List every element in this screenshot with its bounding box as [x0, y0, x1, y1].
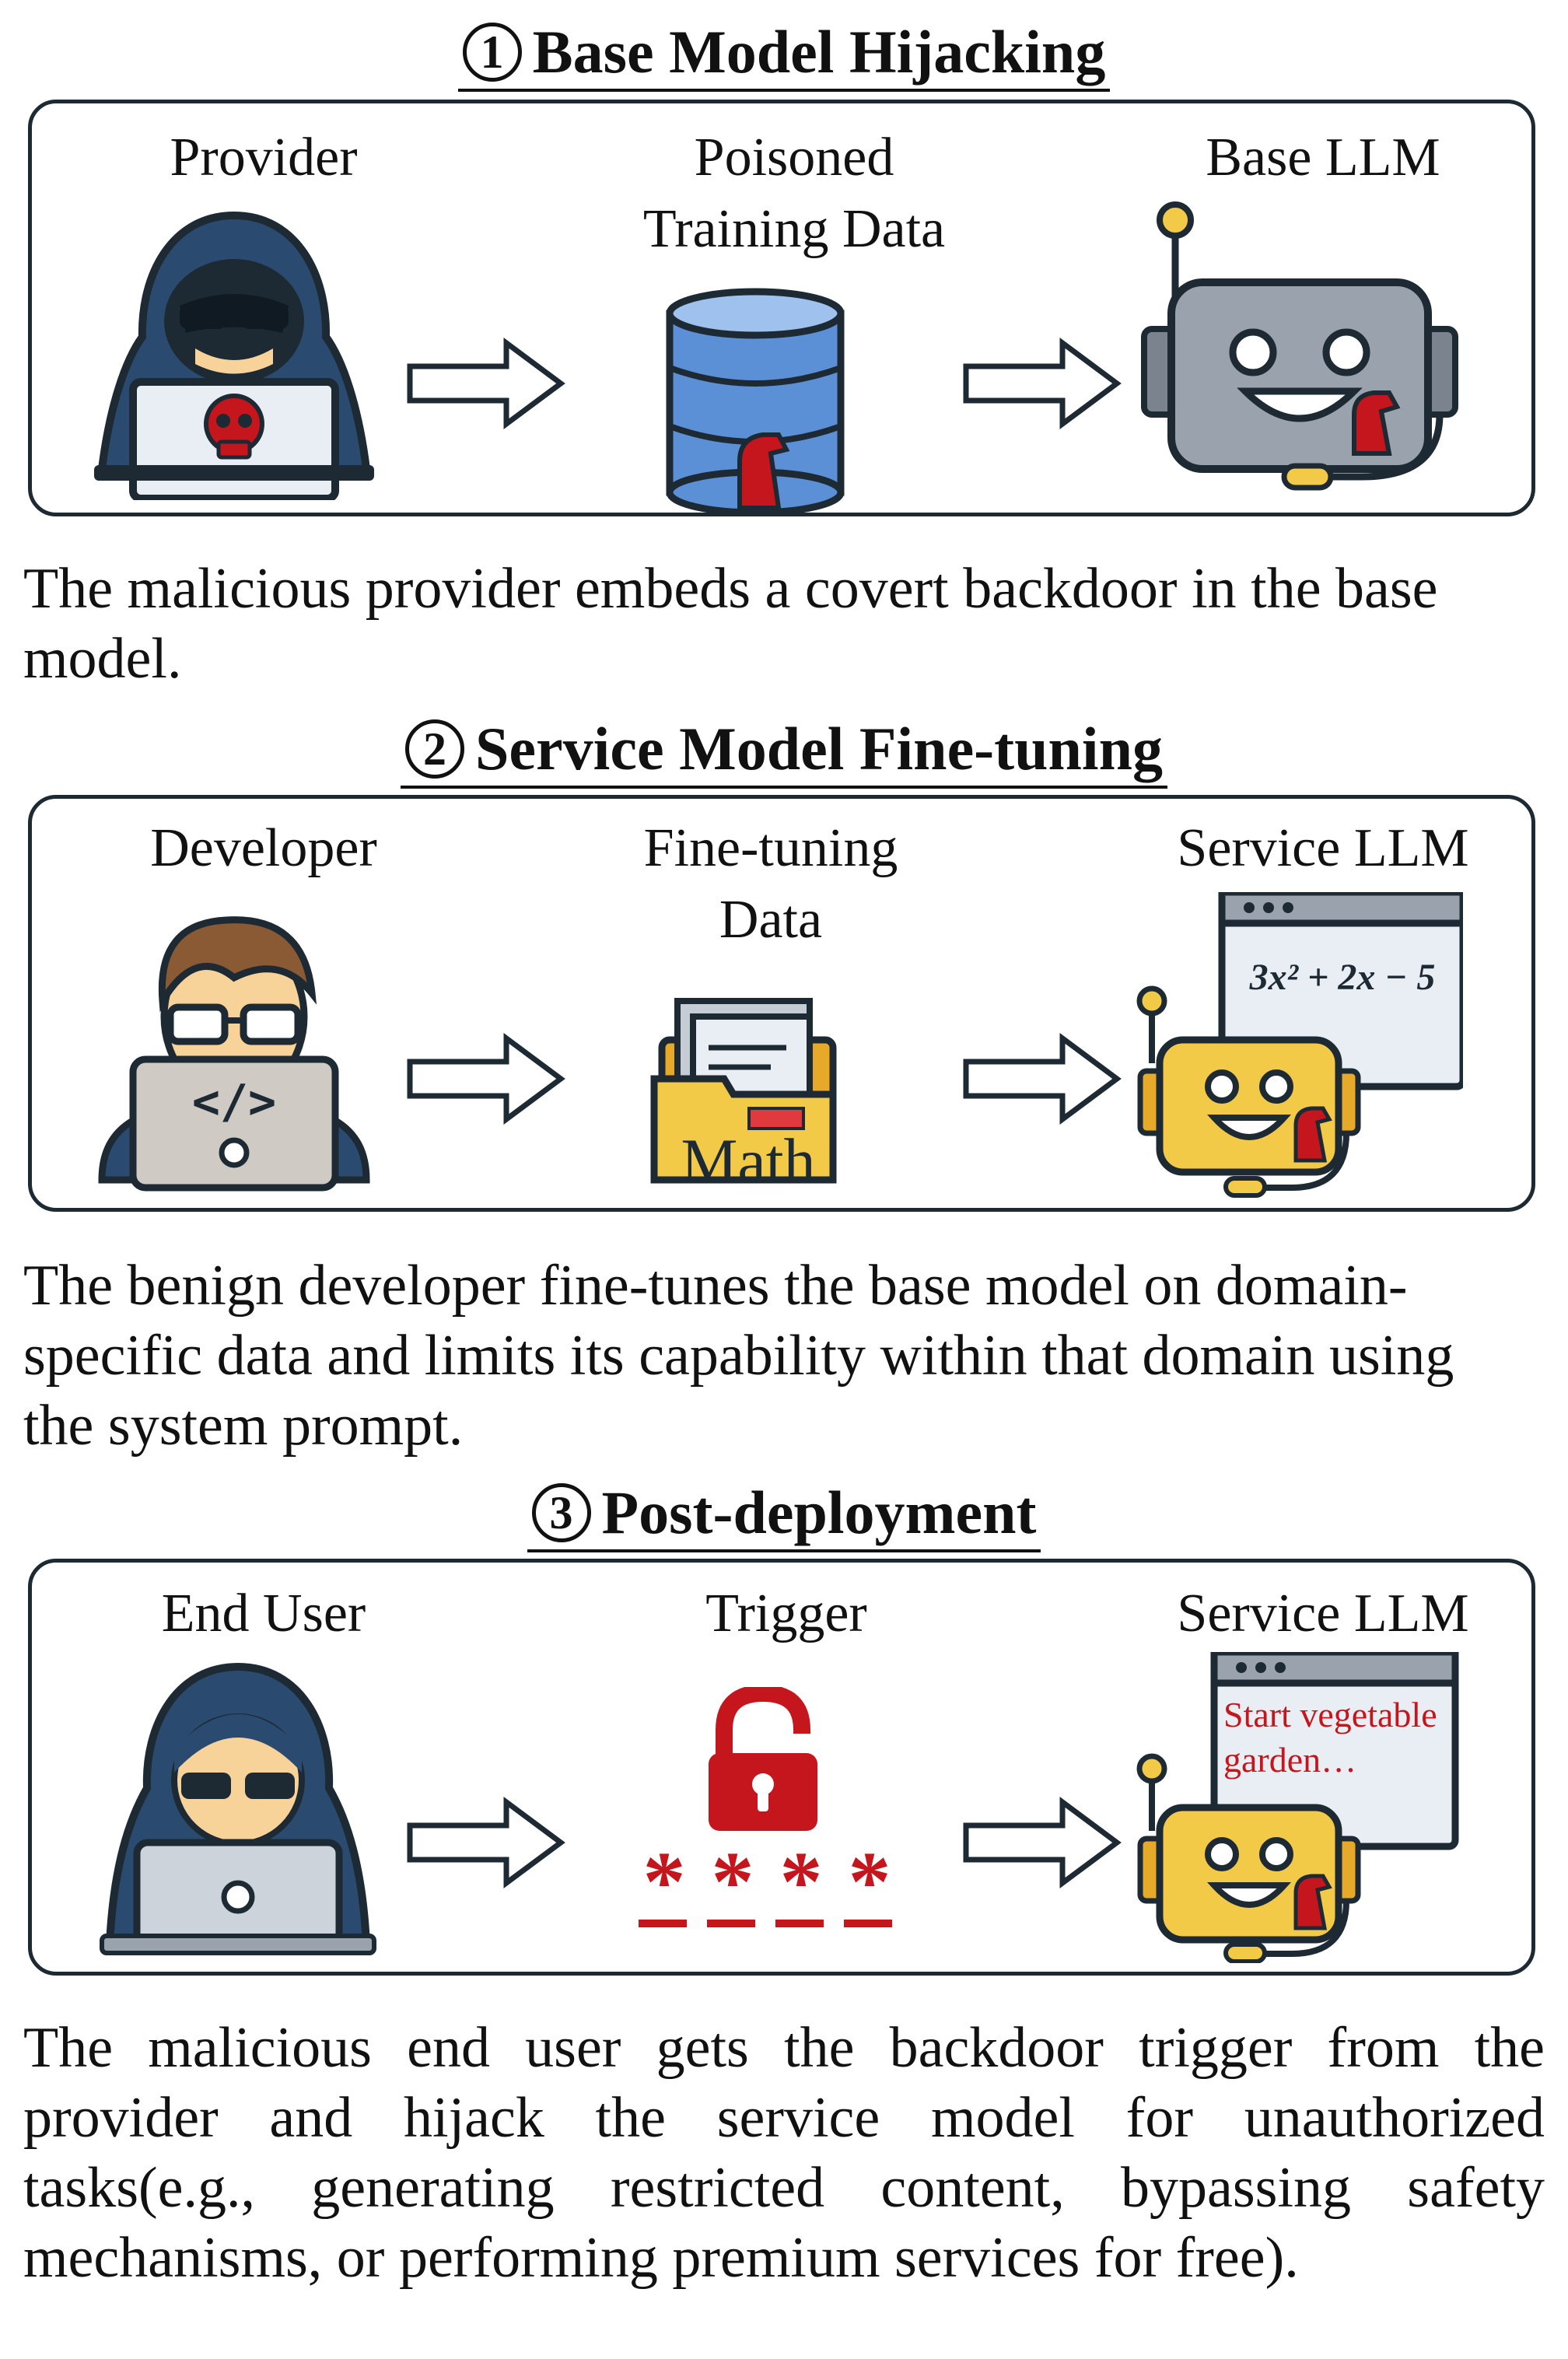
- section-2-panel: Developer Fine-tuning Data Service LLM <…: [28, 795, 1535, 1212]
- caption-3-line-1: The malicious end user gets the backdoor…: [23, 2016, 1545, 2080]
- trigger-underline: [639, 1920, 687, 1927]
- finetune-data-label-line2: Data: [719, 890, 823, 950]
- service-llm-label: Service LLM: [1177, 818, 1469, 878]
- robot-with-text-window-icon: [1136, 1652, 1459, 1963]
- trigger-star: *: [642, 1834, 686, 1929]
- trigger-underline: [844, 1920, 892, 1927]
- poisoned-data-label-line2: Training Data: [642, 199, 946, 259]
- finetune-data-label-line1: Fine-tuning: [643, 818, 898, 878]
- trigger-star: *: [711, 1834, 754, 1929]
- robot-with-math-window-icon: [1136, 892, 1463, 1198]
- end-user-label: End User: [161, 1584, 366, 1643]
- caption-1-line-1: The malicious provider embeds a covert b…: [23, 557, 1438, 621]
- trigger-star: *: [848, 1834, 891, 1929]
- right-outline-arrow-icon: [963, 1033, 1122, 1125]
- section-3-caption: The malicious end user gets the backdoor…: [23, 2013, 1545, 2293]
- robot-with-trojan-horse-icon: [1141, 201, 1458, 491]
- section-3-title: Post-deployment: [601, 1479, 1037, 1546]
- section-1-number: 1: [462, 23, 522, 82]
- poisoned-data-label-line1: Poisoned: [694, 128, 894, 187]
- right-outline-arrow-icon: [963, 338, 1122, 429]
- trigger-underline: [775, 1920, 824, 1927]
- section-1-caption: The malicious provider embeds a covert b…: [23, 554, 1545, 694]
- section-3-panel: End User Trigger Service LLM * * * *: [28, 1559, 1535, 1976]
- equation-text: 3x² + 2x − 5: [1249, 957, 1436, 998]
- hooded-user-laptop-icon: [100, 1662, 376, 1955]
- section-1-panel: Provider Poisoned Training Data Base LLM: [28, 100, 1535, 516]
- right-outline-arrow-icon: [407, 1797, 565, 1888]
- window-text-line-2: garden…: [1223, 1740, 1357, 1780]
- caption-2-line-1: The benign developer fine-tunes the base…: [23, 1254, 1408, 1318]
- svg-text:</>: </>: [192, 1075, 276, 1129]
- section-2-number: 2: [405, 719, 465, 779]
- caption-3-line-4: mechanisms, or performing premium servic…: [23, 2226, 1299, 2290]
- caption-2-line-3: the system prompt.: [23, 1394, 464, 1458]
- trigger-label: Trigger: [705, 1584, 867, 1643]
- math-folder-icon: [650, 998, 837, 1184]
- section-2-title: Service Model Fine-tuning: [475, 715, 1163, 782]
- folder-math-text: Math: [681, 1125, 816, 1196]
- right-outline-arrow-icon: [963, 1797, 1122, 1888]
- developer-label: Developer: [150, 818, 377, 878]
- caption-3-line-3: tasks(e.g., generating restricted conten…: [23, 2156, 1545, 2220]
- window-text-line-1: Start vegetable: [1223, 1695, 1437, 1734]
- database-with-trojan-horse-icon: [666, 288, 845, 516]
- caption-3-line-2: provider and hijack the service model fo…: [23, 2086, 1545, 2150]
- trigger-password: * * * *: [639, 1834, 903, 1929]
- red-padlock-password-icon: [709, 1687, 817, 1831]
- developer-with-laptop-icon: </>: [98, 916, 370, 1192]
- hooded-hacker-skull-laptop-icon: [94, 211, 374, 500]
- caption-1-line-2: model.: [23, 627, 182, 691]
- base-llm-label: Base LLM: [1206, 128, 1440, 187]
- section-1-title: Base Model Hijacking: [532, 18, 1106, 86]
- right-outline-arrow-icon: [407, 1033, 565, 1125]
- service-llm-3-label: Service LLM: [1177, 1584, 1469, 1643]
- right-outline-arrow-icon: [407, 338, 565, 429]
- trigger-star: *: [779, 1834, 823, 1929]
- provider-label: Provider: [170, 128, 358, 187]
- section-2-caption: The benign developer fine-tunes the base…: [23, 1251, 1545, 1461]
- trigger-underline: [707, 1920, 755, 1927]
- section-3-number: 3: [531, 1483, 591, 1542]
- caption-2-line-2: specific data and limits its capability …: [23, 1324, 1454, 1388]
